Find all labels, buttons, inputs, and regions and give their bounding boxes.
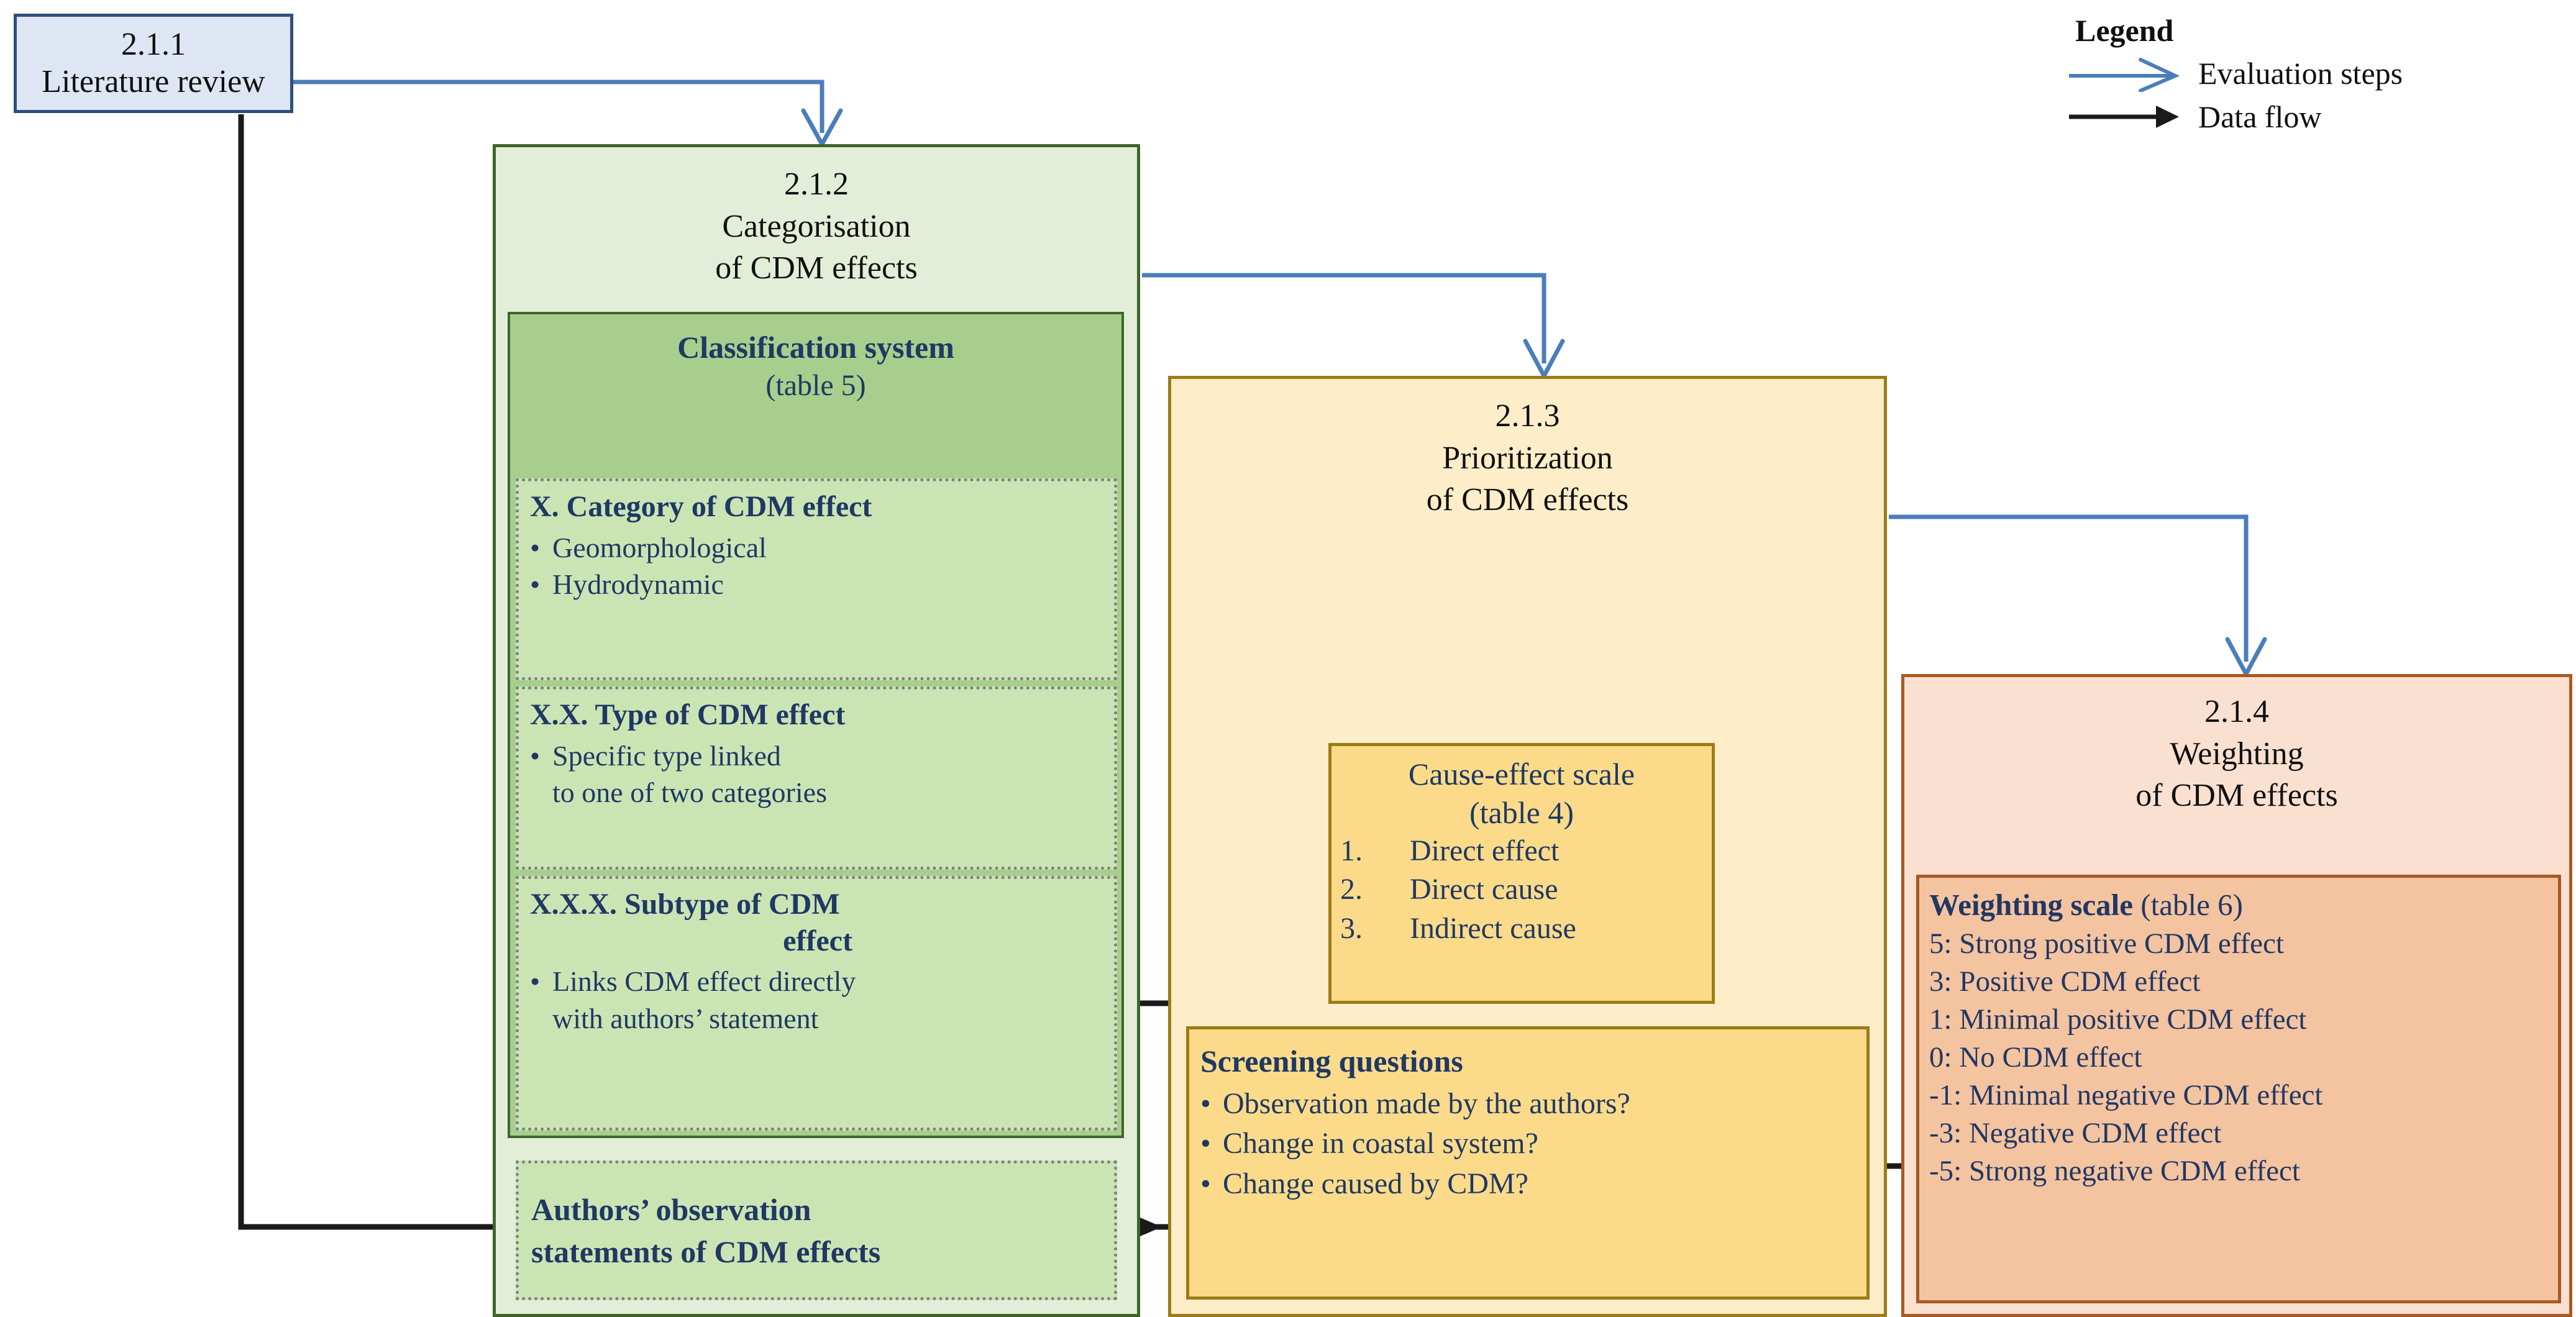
thin-open-arrow-icon [2069,58,2180,92]
list-item: 1.Direct effect [1340,834,1560,867]
list-item-continuation: to one of two categories [552,777,827,809]
list-item: •Links CDM effect directly [530,963,1105,1000]
solid-arrow-icon [2069,106,2179,128]
list-item: •Observation made by the authors? [1200,1084,1866,1124]
bullet-icon: • [1200,1127,1211,1160]
list-item: 2.Direct cause [1340,873,1558,906]
bullet-icon: • [1200,1167,1211,1200]
weighting-scale-title: Weighting scale [1929,888,2134,922]
evaluation-arrow-211-to-212 [293,80,824,133]
weighting-scale-panel[interactable]: Weighting scale (table 6) 5: Strong posi… [1916,875,2561,1303]
legend-label: Evaluation steps [2198,56,2403,91]
subtype-heading-line1: X.X.X. Subtype of CDM [530,888,840,921]
list-item: 0: No CDM effect [1929,1041,2142,1074]
type-of-cdm-effect-panel[interactable]: X.X. Type of CDM effect •Specific type l… [516,686,1117,870]
step-211-literature-review[interactable]: 2.1.1 Literature review [14,14,293,113]
category-of-cdm-effect-panel[interactable]: X. Category of CDM effect •Geomorphologi… [516,478,1117,680]
classification-title: Classification system [677,330,954,365]
bullet-icon: • [530,568,541,601]
legend-label: Data flow [2198,99,2322,134]
list-item: -5: Strong negative CDM effect [1929,1155,2300,1188]
cause-effect-table-ref: (table 4) [1469,795,1574,830]
weighting-scale-table-ref: (table 6) [2140,888,2243,922]
list-item: •Specific type linked [530,737,1105,775]
list-item: •Change caused by CDM? [1200,1164,1866,1204]
evaluation-arrow-213-to-214 [1889,514,2249,662]
step-212-title-line1: Categorisation [722,208,911,244]
step-214-title-line1: Weighting [2170,736,2304,772]
category-heading: X. Category of CDM effect [530,490,872,523]
list-item: 1: Minimal positive CDM effect [1929,1003,2307,1036]
bullet-icon: • [530,531,541,563]
legend-item-data-flow: Data flow [2066,98,2563,135]
list-item-continuation: with authors’ statement [552,1002,819,1034]
list-item: -3: Negative CDM effect [1929,1117,2222,1150]
step-213-number: 2.1.3 [1495,398,1560,434]
list-item: 3: Positive CDM effect [1929,965,2201,998]
bullet-icon: • [1200,1087,1211,1120]
step-212-number: 2.1.2 [784,166,849,202]
step-211-number: 2.1.1 [121,26,186,62]
bullet-icon: • [530,739,541,772]
classification-table-ref: (table 5) [765,369,866,402]
screening-questions-panel[interactable]: Screening questions •Observation made by… [1186,1026,1870,1300]
step-213-title-line1: Prioritization [1442,440,1613,476]
step-213-title-line2: of CDM effects [1426,482,1629,518]
type-heading: X.X. Type of CDM effect [530,698,846,731]
legend: Legend Evaluation steps Data flow [2047,12,2563,149]
authors-observation-line1: Authors’ observation [531,1192,811,1227]
screening-heading: Screening questions [1200,1044,1463,1078]
step-212-title-line2: of CDM effects [715,250,918,286]
list-item: •Hydrodynamic [530,566,1105,603]
subtype-heading-line2: effect [783,924,852,957]
evaluation-arrow-212-to-213 [1142,273,1546,363]
legend-title: Legend [2075,13,2174,48]
list-item: •Geomorphological [530,529,1105,567]
list-item: 3.Indirect cause [1340,911,1576,945]
step-211-title: Literature review [42,64,265,99]
authors-observation-statements-panel[interactable]: Authors’ observation statements of CDM e… [516,1160,1117,1300]
bullet-icon: • [530,965,541,998]
step-214-title-line2: of CDM effects [2135,778,2338,814]
list-item: 5: Strong positive CDM effect [1929,927,2284,960]
legend-item-evaluation-steps: Evaluation steps [2066,55,2563,92]
authors-observation-line2: statements of CDM effects [531,1234,881,1269]
list-item: -1: Minimal negative CDM effect [1929,1079,2323,1112]
subtype-of-cdm-effect-panel[interactable]: X.X.X. Subtype of CDM effect •Links CDM … [516,876,1117,1131]
cause-effect-title: Cause-effect scale [1408,757,1635,791]
list-item: •Change in coastal system? [1200,1124,1866,1164]
step-214-number: 2.1.4 [2204,694,2269,729]
cause-effect-scale-panel[interactable]: Cause-effect scale (table 4) 1.Direct ef… [1328,743,1715,1004]
